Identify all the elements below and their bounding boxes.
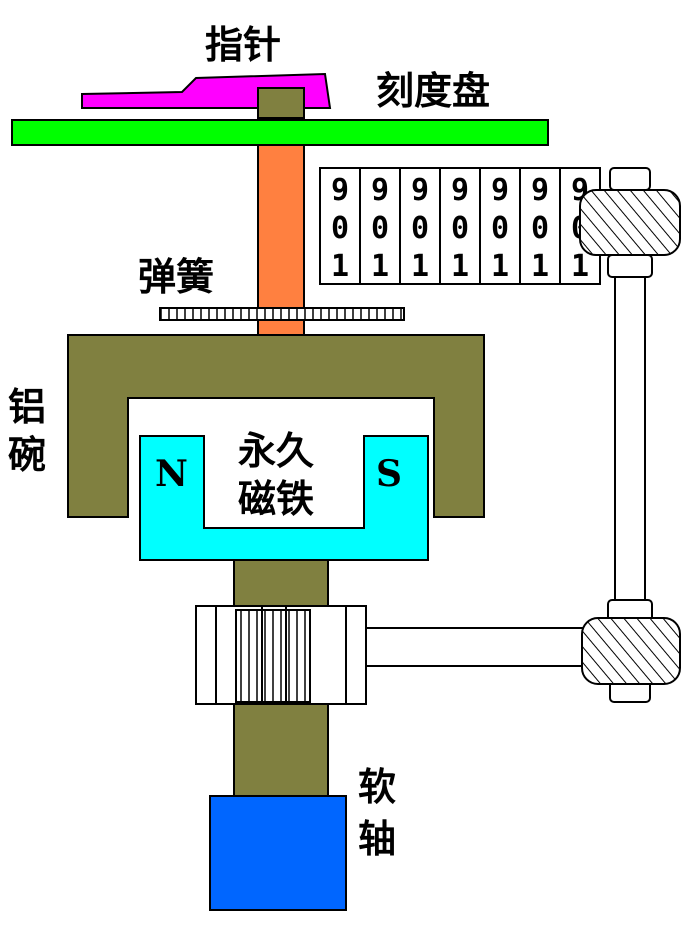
odometer-wheel: [439, 167, 481, 285]
flex-shaft-coupling: [209, 795, 347, 911]
aluminum-bowl-label-line2: 碗: [8, 433, 46, 477]
aluminum-bowl-label-line1: 铝: [8, 385, 46, 429]
odometer-digit-mid: 0: [371, 211, 389, 246]
odometer-wheel: [519, 167, 561, 285]
odometer-digit-mid: 0: [411, 211, 429, 246]
pointer-label: 指针: [205, 23, 281, 67]
dial-plate: [11, 119, 549, 146]
odometer-digit-bottom: 1: [531, 249, 549, 284]
magnet-label-line2: 磁铁: [238, 477, 314, 521]
odometer-digit-mid: 0: [331, 211, 349, 246]
shaft-gear: [195, 605, 367, 705]
south-pole-label: S: [376, 453, 402, 495]
odometer-digit-top: 9: [411, 173, 429, 208]
odometer-digit-top: 9: [491, 173, 509, 208]
spring: [159, 307, 405, 321]
odometer-digit-bottom: 1: [371, 249, 389, 284]
lower-worm-gear: [581, 599, 681, 703]
spring-label: 弹簧: [138, 255, 214, 299]
odometer-digit-top: 9: [371, 173, 389, 208]
drive-rod-vertical: [614, 199, 646, 671]
odometer-digit-bottom: 1: [571, 249, 589, 284]
spindle-cap: [257, 87, 305, 119]
odometer: 9 0 1 9 0 1 9 0 1 9 0 1 9 0 1 9 0 1 9 0 …: [319, 167, 601, 285]
upper-worm-gear: [579, 167, 681, 278]
odometer-digit-top: 9: [331, 173, 349, 208]
flex-shaft-label-line2: 轴: [358, 817, 396, 861]
odometer-digit-top: 9: [531, 173, 549, 208]
odometer-wheel: [399, 167, 441, 285]
odometer-digit-mid: 0: [451, 211, 469, 246]
odometer-digit-bottom: 1: [411, 249, 429, 284]
odometer-digit-mid: 0: [531, 211, 549, 246]
north-pole-label: N: [155, 453, 188, 495]
odometer-digit-top: 9: [451, 173, 469, 208]
flex-shaft-label-line1: 软: [358, 765, 396, 809]
odometer-wheel: [319, 167, 361, 285]
odometer-digit-bottom: 1: [451, 249, 469, 284]
magnet-label-line1: 永久: [238, 429, 314, 473]
odometer-digit-bottom: 1: [331, 249, 349, 284]
odometer-digit-mid: 0: [491, 211, 509, 246]
dial-label: 刻度盘: [376, 69, 490, 113]
odometer-digit-bottom: 1: [491, 249, 509, 284]
aluminum-bowl: [67, 334, 485, 518]
spindle-shaft: [257, 144, 305, 336]
